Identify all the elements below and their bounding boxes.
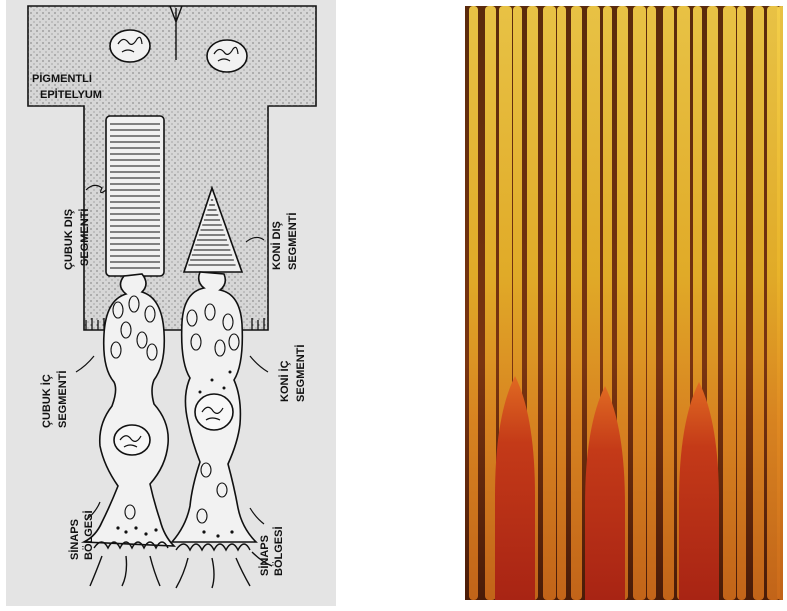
label-synapse-right-2: BÖLGESİ: [272, 526, 285, 576]
micrograph-rod: [663, 6, 674, 600]
rod-outer-segment: [106, 116, 164, 276]
micrograph-rod: [485, 6, 496, 600]
label-synapse-right-1: SİNAPS: [258, 535, 271, 576]
photoreceptor-micrograph: [465, 6, 783, 600]
label-cone-outer-1: KONİ DIŞ: [270, 221, 283, 270]
rod-nucleus: [114, 425, 150, 455]
micrograph-rod: [557, 6, 566, 600]
label-pigment-2: EPİTELYUM: [40, 88, 102, 101]
label-cone-inner-1: KONİ İÇ: [278, 360, 291, 402]
micrograph-rod: [647, 6, 656, 600]
label-rod-inner-2: SEGMENTİ: [56, 371, 69, 428]
label-cone-inner-2: SEGMENTİ: [294, 345, 307, 402]
label-pigment-1: PİGMENTLİ: [32, 72, 92, 85]
label-synapse-left-1: SİNAPS: [68, 519, 81, 560]
micrograph-rod: [633, 6, 646, 600]
label-rod-inner-1: ÇUBUK İÇ: [40, 374, 53, 428]
label-synapse-left-2: BÖLGESİ: [82, 510, 95, 560]
label-rod-outer-1: ÇUBUK DIŞ: [63, 209, 75, 270]
micrograph-rod: [469, 6, 478, 600]
epithelium-nucleus-left: [110, 30, 150, 62]
photoreceptor-diagram: PİGMENTLİ EPİTELYUM ÇUBUK DIŞ SEGMENTİ K…: [6, 0, 336, 606]
micrograph-rod: [777, 6, 783, 600]
cone-nucleus: [195, 394, 233, 430]
micrograph-rod: [737, 6, 746, 600]
micrograph-rod: [571, 6, 582, 600]
epithelium-nucleus-right: [207, 40, 247, 72]
micrograph-rod: [723, 6, 736, 600]
micrograph-rod: [753, 6, 764, 600]
micrograph-rod: [543, 6, 556, 600]
label-rod-outer-2: SEGMENTİ: [78, 209, 91, 266]
label-cone-outer-2: SEGMENTİ: [286, 213, 299, 270]
